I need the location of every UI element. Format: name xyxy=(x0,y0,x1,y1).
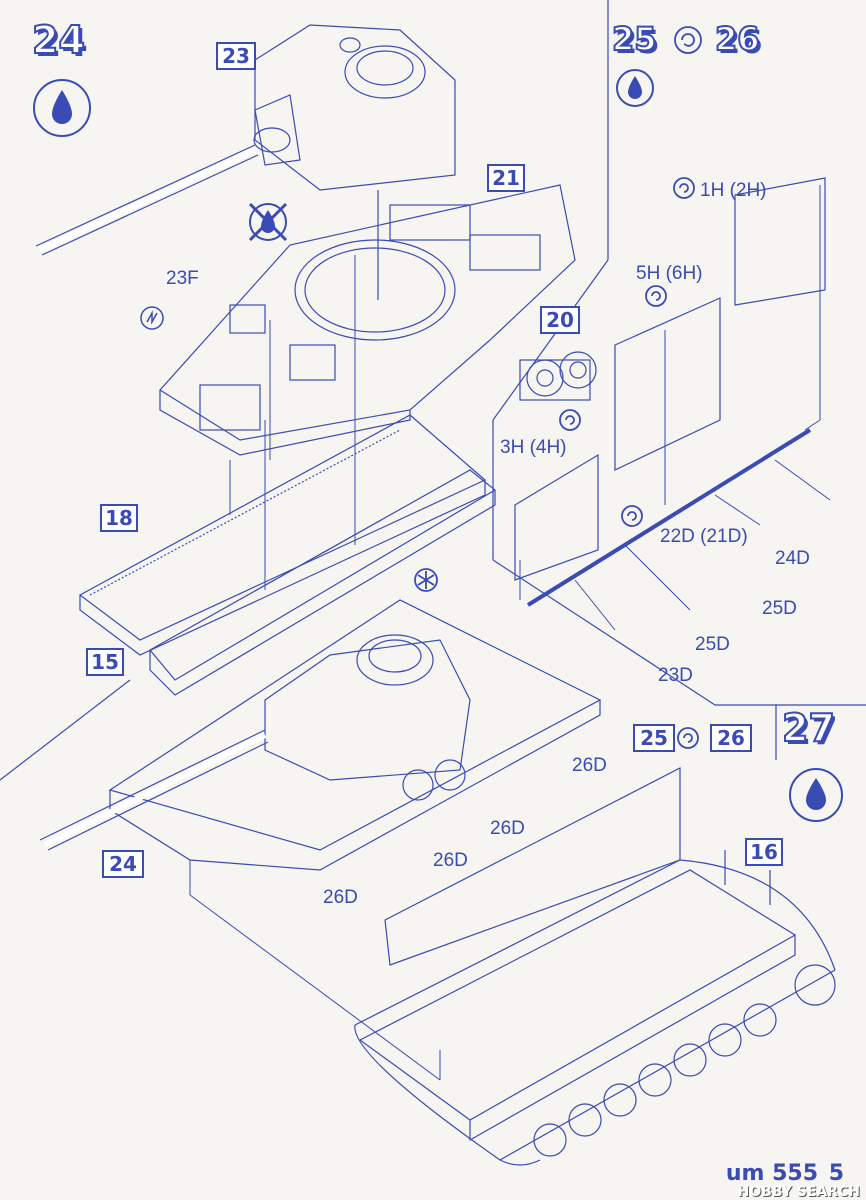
paint-drop-icon-27 xyxy=(789,768,843,822)
label-3h: 3H (4H) xyxy=(500,437,567,458)
label-26d-a: 26D xyxy=(572,755,607,776)
asterisk-icon xyxy=(414,568,438,592)
page-number: 5 xyxy=(828,1161,844,1186)
wheels-20-drawing xyxy=(519,351,597,401)
label-23d: 23D xyxy=(658,665,693,686)
glue-icon xyxy=(140,306,164,330)
label-25d-b: 25D xyxy=(695,634,730,655)
model-code: um 555 xyxy=(725,1161,818,1186)
label-5h: 5H (6H) xyxy=(636,263,703,284)
step-number-25: 25 xyxy=(611,19,658,59)
fender-15-drawing xyxy=(149,469,497,696)
ref-box-25: 25 xyxy=(633,724,675,752)
ref-box-26: 26 xyxy=(710,724,752,752)
turret-drawing xyxy=(35,24,456,300)
label-1h: 1H (2H) xyxy=(700,180,767,201)
part-box-21: 21 xyxy=(487,164,525,192)
part-box-16: 16 xyxy=(745,838,783,866)
fender-18-drawing xyxy=(78,414,487,656)
label-24d: 24D xyxy=(775,548,810,569)
leader-lines xyxy=(189,185,831,1081)
no-paint-icon xyxy=(248,202,288,242)
hull-upper-drawing xyxy=(159,184,576,456)
assembled-tank-drawing xyxy=(39,599,602,871)
mirror-part-icon xyxy=(559,26,702,749)
step-number-27: 27 xyxy=(781,705,836,751)
watermark-brand: HOBBY SEARCH xyxy=(737,1184,860,1200)
lower-hull-drawing xyxy=(354,850,836,1166)
label-25d-a: 25D xyxy=(762,598,797,619)
part-box-24: 24 xyxy=(102,850,144,878)
part-box-18: 18 xyxy=(100,504,138,532)
step-number-26: 26 xyxy=(714,19,761,59)
paint-drop-icon-24 xyxy=(33,79,91,137)
part-box-15: 15 xyxy=(86,648,124,676)
mesh-screens-drawing xyxy=(514,177,826,607)
part-box-23: 23 xyxy=(216,42,256,70)
paint-drop-icon-25 xyxy=(616,69,654,107)
step-number-24: 24 xyxy=(31,17,86,63)
label-26d-c: 26D xyxy=(433,850,468,871)
label-23f: 23F xyxy=(166,268,199,289)
label-26d-b: 26D xyxy=(490,818,525,839)
label-22d: 22D (21D) xyxy=(660,526,748,547)
label-26d-d: 26D xyxy=(323,887,358,908)
part-box-20: 20 xyxy=(540,306,580,334)
